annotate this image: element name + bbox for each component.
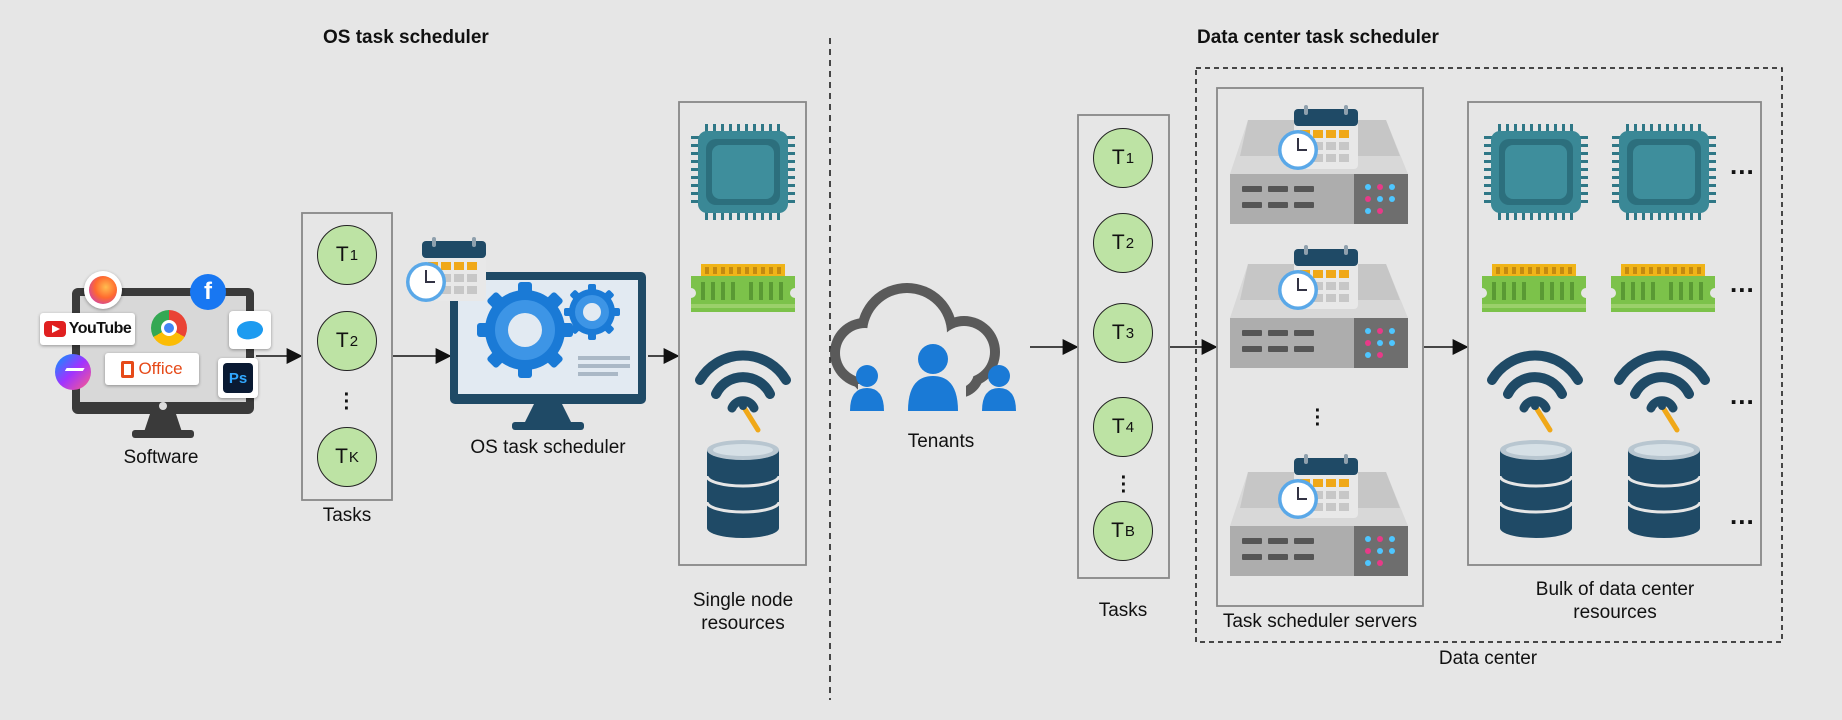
- cpu-chip-icon: [1484, 124, 1588, 220]
- vertical-ellipsis: ···: [1314, 400, 1322, 436]
- messenger-logo: [55, 354, 91, 390]
- bulk-resources-label: Bulk of data center resources: [1535, 579, 1695, 623]
- task-name: T: [335, 445, 348, 468]
- data-center-label: Data center: [1438, 648, 1538, 669]
- dc-tasks-label: Tasks: [1098, 600, 1148, 621]
- twitter-logo: [229, 311, 271, 349]
- os-scheduler-monitor-icon: [450, 272, 646, 430]
- calendar-clock-icon: [405, 236, 487, 303]
- tenants-cloud-icon: [830, 283, 1016, 414]
- horizontal-ellipsis: ...: [1730, 380, 1755, 410]
- horizontal-ellipsis: ...: [1730, 268, 1755, 298]
- task-subscript: K: [348, 448, 359, 466]
- horizontal-ellipsis: ...: [1730, 150, 1755, 180]
- youtube-logo: YouTube: [40, 313, 135, 345]
- os-scheduler-label: OS task scheduler: [470, 437, 626, 458]
- task-name: T: [1111, 146, 1125, 169]
- os-section-title: OS task scheduler: [323, 27, 489, 48]
- task-subscript: 4: [1125, 418, 1135, 436]
- chrome-logo: [149, 308, 189, 348]
- task-subscript: 2: [349, 332, 359, 350]
- task-name: T: [335, 243, 349, 266]
- horizontal-ellipsis: ...: [1730, 500, 1755, 530]
- cpu-chip-icon: [691, 124, 795, 220]
- cpu-chip-icon: [1612, 124, 1716, 220]
- data-center-boundary: [1195, 67, 1783, 643]
- task-subscript: 1: [1125, 149, 1135, 167]
- task-name: T: [1111, 321, 1125, 344]
- database-storage-icon: [1626, 438, 1702, 540]
- tenants-label: Tenants: [907, 431, 975, 452]
- task-name: T: [1111, 519, 1124, 542]
- facebook-logo: f: [190, 274, 226, 310]
- single-node-resources-label: Single node resources: [692, 590, 794, 634]
- database-storage-icon: [1498, 438, 1574, 540]
- office-logo: Office: [105, 353, 199, 385]
- task-subscript: B: [1124, 522, 1135, 540]
- database-storage-icon: [705, 438, 781, 540]
- ram-module-icon: [1611, 264, 1715, 312]
- task-subscript: 3: [1125, 324, 1135, 342]
- vertical-ellipsis: ···: [1120, 467, 1128, 503]
- os-tasks-label: Tasks: [322, 505, 372, 526]
- task-subscript: 2: [1125, 234, 1135, 252]
- firefox-logo: [84, 271, 122, 309]
- ram-module-icon: [691, 264, 795, 312]
- vertical-ellipsis: ···: [343, 384, 351, 420]
- dc-section-title: Data center task scheduler: [1197, 27, 1439, 48]
- photoshop-logo: Ps: [218, 358, 258, 398]
- task-subscript: 1: [349, 246, 359, 264]
- software-label: Software: [123, 447, 199, 468]
- task-name: T: [1111, 231, 1125, 254]
- task-name: T: [335, 329, 349, 352]
- task-scheduler-servers-label: Task scheduler servers: [1222, 611, 1418, 632]
- task-name: T: [1111, 415, 1125, 438]
- ram-module-icon: [1482, 264, 1586, 312]
